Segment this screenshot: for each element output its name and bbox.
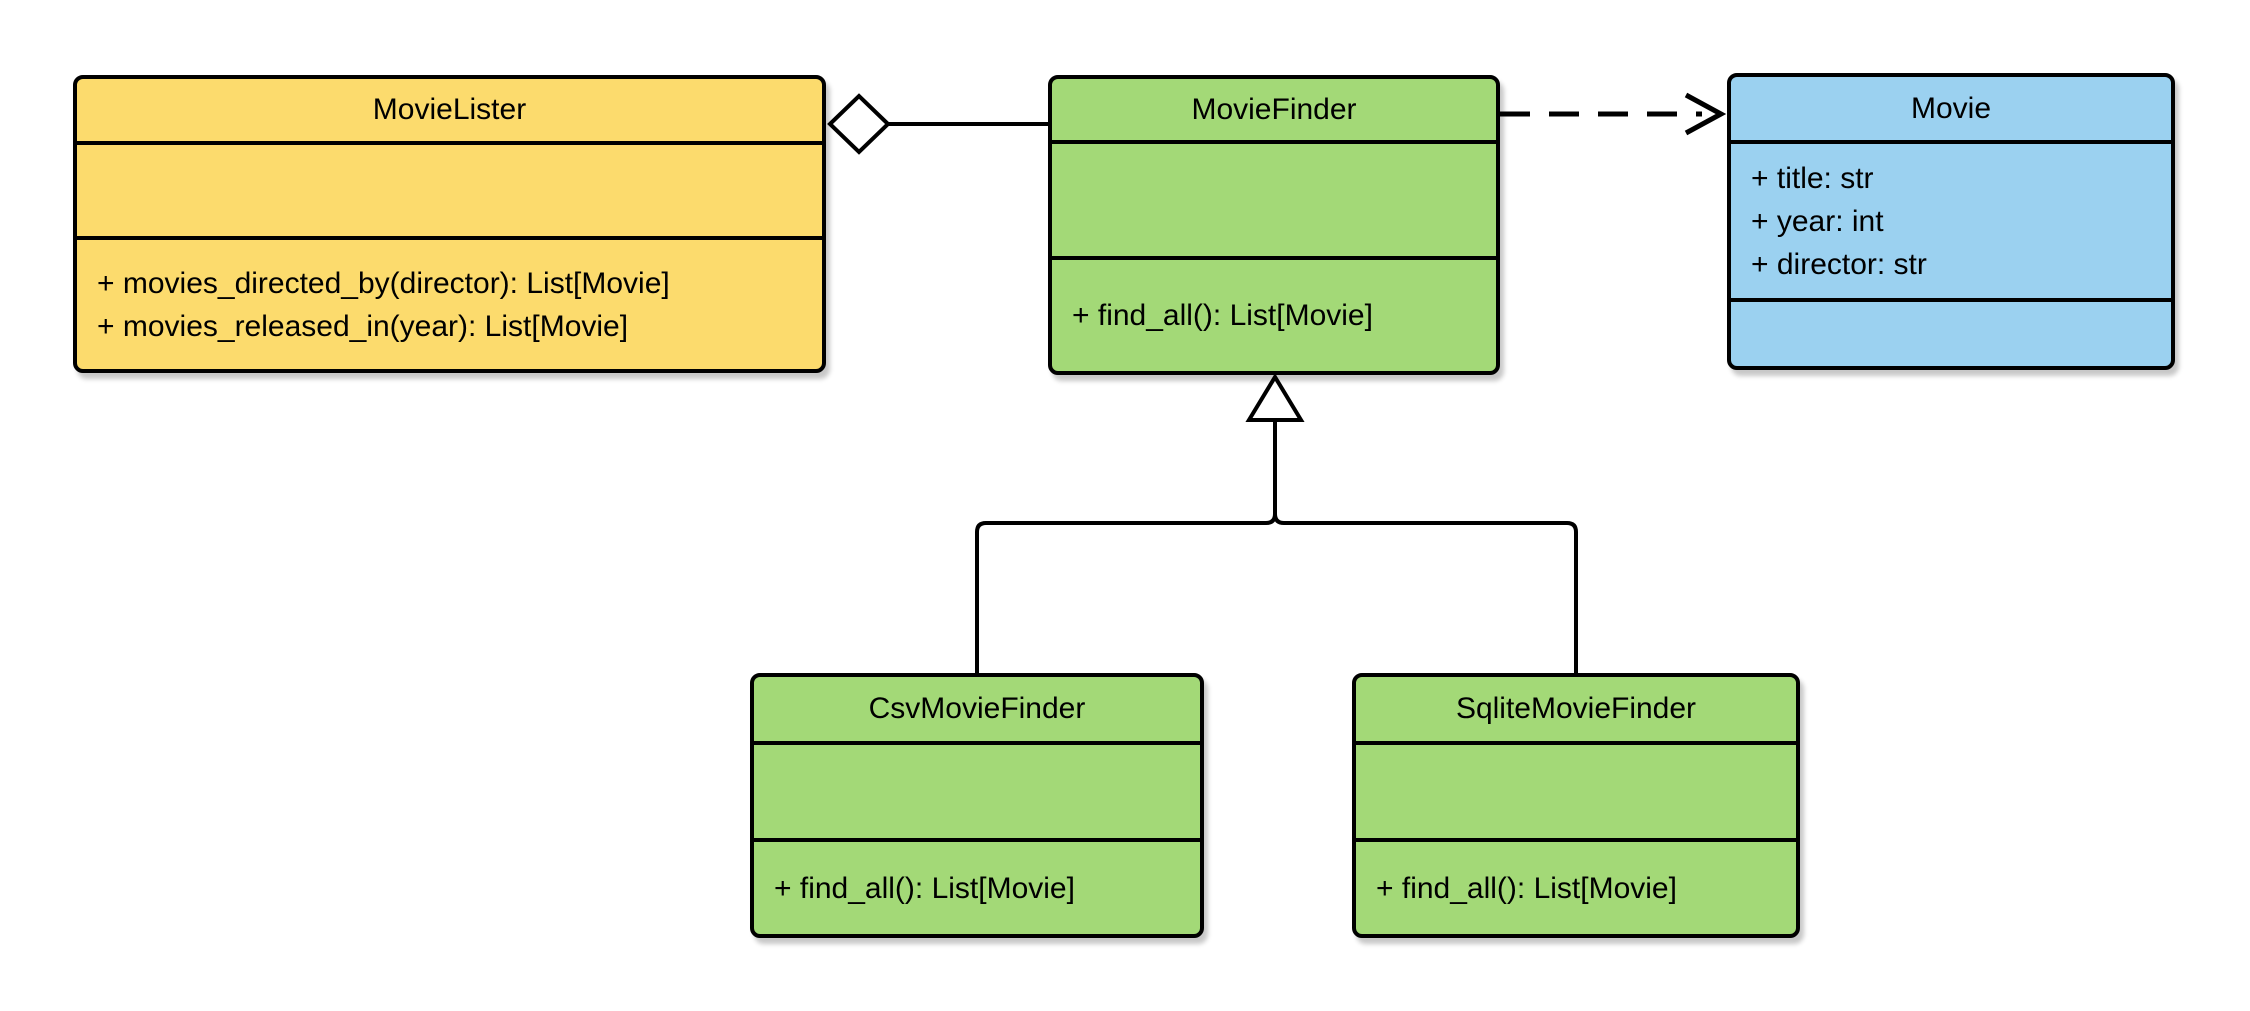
attribute-label: + title: str: [1751, 161, 1874, 195]
class-csvmoviefinder-attributes: [754, 745, 1200, 842]
class-moviefinder-methods: + find_all(): List[Movie]: [1052, 260, 1496, 371]
class-movielister-methods: + movies_directed_by(director): List[Mov…: [77, 240, 822, 369]
method-label: + find_all(): List[Movie]: [774, 871, 1075, 905]
dependency-arrow-moviefinder-movie: [1500, 92, 1727, 136]
class-csvmoviefinder: CsvMovieFinder + find_all(): List[Movie]: [750, 673, 1204, 938]
class-movie-title: Movie: [1731, 77, 2171, 144]
class-movielister-attributes: [77, 145, 822, 240]
attribute-label: + year: int: [1751, 204, 1884, 238]
class-sqlitemoviefinder-attributes: [1356, 745, 1796, 842]
generalization-triangle: [1245, 373, 1305, 422]
method-label: + find_all(): List[Movie]: [1376, 871, 1677, 905]
generalization-connector: [975, 373, 1578, 673]
class-movie: Movie + title: str + year: int + directo…: [1727, 73, 2175, 370]
class-csvmoviefinder-methods: + find_all(): List[Movie]: [754, 842, 1200, 934]
method-label: + find_all(): List[Movie]: [1072, 299, 1373, 332]
method-label: + movies_released_in(year): List[Movie]: [97, 309, 629, 343]
class-sqlitemoviefinder: SqliteMovieFinder + find_all(): List[Mov…: [1352, 673, 1800, 938]
class-movielister-title: MovieLister: [77, 79, 822, 145]
class-csvmoviefinder-title: CsvMovieFinder: [754, 677, 1200, 745]
method-label: + movies_directed_by(director): List[Mov…: [97, 266, 670, 300]
class-moviefinder: MovieFinder + find_all(): List[Movie]: [1048, 75, 1500, 375]
attribute-label: + director: str: [1751, 247, 1927, 281]
aggregation-connector-movielister-moviefinder: [827, 93, 1048, 155]
class-movie-methods: [1731, 302, 2171, 366]
class-movie-attributes: + title: str + year: int + director: str: [1731, 144, 2171, 302]
class-movielister: MovieLister + movies_directed_by(directo…: [73, 75, 826, 373]
class-moviefinder-attributes: [1052, 144, 1496, 260]
class-sqlitemoviefinder-methods: + find_all(): List[Movie]: [1356, 842, 1796, 934]
class-sqlitemoviefinder-title: SqliteMovieFinder: [1356, 677, 1796, 745]
class-moviefinder-title: MovieFinder: [1052, 79, 1496, 144]
open-arrowhead: [1684, 92, 1727, 136]
aggregation-diamond: [827, 93, 891, 155]
